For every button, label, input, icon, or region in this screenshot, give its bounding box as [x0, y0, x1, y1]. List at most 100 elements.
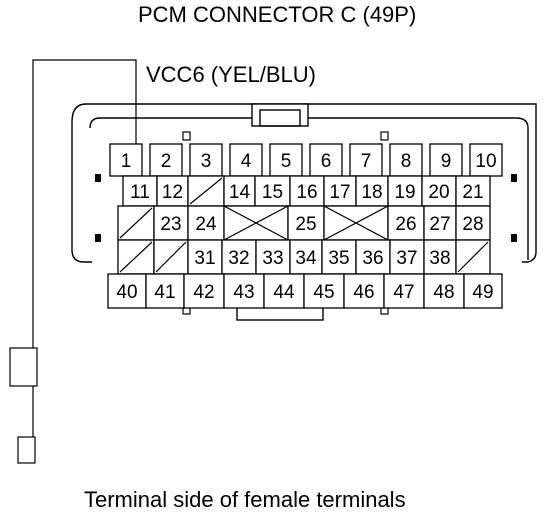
- terminal-number: 18: [361, 182, 382, 203]
- terminal-cell: 11: [122, 175, 158, 207]
- terminal-number: 44: [273, 282, 295, 303]
- terminal-number: 10: [475, 151, 496, 172]
- terminal-number: 45: [313, 282, 334, 303]
- unused-cavity-mark: [189, 177, 223, 205]
- terminal-number: 20: [428, 182, 449, 203]
- terminal-number: 12: [162, 182, 183, 203]
- terminal-cell: 12: [156, 175, 189, 207]
- terminal-number: 5: [281, 151, 292, 172]
- terminal-cell: 42: [183, 273, 225, 309]
- terminal-number: 21: [462, 182, 483, 203]
- terminal-cell: 2: [149, 143, 183, 177]
- terminal-number: 33: [262, 248, 283, 269]
- terminal-cell: [223, 205, 289, 241]
- terminal-cell: 1: [109, 143, 143, 177]
- terminal-cell: [455, 239, 491, 275]
- probe-lead: [9, 59, 137, 464]
- terminal-cell: 25: [287, 205, 325, 241]
- terminal-cell: 43: [223, 273, 265, 309]
- terminal-number: 26: [395, 214, 416, 235]
- terminal-number: 2: [161, 151, 172, 172]
- terminal-number: 19: [394, 182, 415, 203]
- terminal-number: 35: [328, 248, 349, 269]
- terminal-cell: 17: [323, 175, 357, 207]
- terminal-cell: 49: [463, 273, 503, 309]
- terminal-cell: 24: [187, 205, 225, 241]
- terminal-number: 31: [194, 248, 215, 269]
- terminal-cell: 19: [387, 175, 423, 207]
- terminal-number: 14: [229, 182, 251, 203]
- terminal-cell: 40: [107, 273, 147, 309]
- terminal-cell: [323, 205, 389, 241]
- terminal-cell: [117, 239, 155, 275]
- terminal-number: 37: [396, 248, 417, 269]
- terminal-number: 27: [429, 214, 450, 235]
- unused-cavity-mark: [119, 241, 153, 273]
- terminal-number: 17: [329, 182, 350, 203]
- connector-title: PCM CONNECTOR C (49P): [138, 2, 417, 27]
- terminal-cell: 18: [355, 175, 389, 207]
- terminal-number: 28: [462, 214, 483, 235]
- terminal-number: 25: [295, 214, 316, 235]
- terminal-row-5: 40 41 42 43 44 45 46 47 48 49: [107, 273, 503, 309]
- terminal-cell: 28: [455, 205, 491, 241]
- terminal-cell: 37: [389, 239, 425, 275]
- terminal-cell: 5: [269, 143, 303, 177]
- terminal-number: 32: [228, 248, 249, 269]
- terminal-cell: 8: [389, 143, 423, 177]
- terminal-number: 15: [262, 182, 283, 203]
- terminal-cell: 35: [321, 239, 357, 275]
- terminal-cell: 26: [387, 205, 425, 241]
- terminal-cell: [187, 175, 225, 207]
- terminal-number: 41: [154, 282, 175, 303]
- terminal-cell: 21: [455, 175, 491, 207]
- terminal-number: 6: [321, 151, 332, 172]
- terminal-row-3: 23 24 25 26 27 28: [117, 205, 491, 241]
- terminal-cell: 16: [289, 175, 325, 207]
- terminal-cell: 10: [469, 143, 503, 177]
- terminal-cell: 27: [423, 205, 457, 241]
- terminal-cell: [117, 205, 155, 241]
- terminal-number: 43: [233, 282, 254, 303]
- terminal-cell: 33: [255, 239, 291, 275]
- terminal-number: 38: [429, 248, 450, 269]
- unused-cavity-mark: [119, 207, 153, 239]
- blocked-cavity-mark: [223, 205, 289, 241]
- terminal-cell: 46: [343, 273, 385, 309]
- terminal-cell: 3: [189, 143, 223, 177]
- terminal-cell: 4: [229, 143, 263, 177]
- terminal-number: 7: [361, 151, 372, 172]
- terminal-cell: 31: [187, 239, 223, 275]
- terminal-number: 4: [241, 151, 252, 172]
- terminal-number: 23: [160, 214, 181, 235]
- terminal-number: 16: [296, 182, 317, 203]
- terminal-cell: 34: [289, 239, 323, 275]
- terminal-number: 47: [393, 282, 414, 303]
- terminal-cell: 32: [221, 239, 257, 275]
- terminal-cell: 36: [355, 239, 391, 275]
- terminal-number: 34: [295, 248, 317, 269]
- terminal-cell: 20: [421, 175, 457, 207]
- terminal-cell: [153, 239, 189, 275]
- terminal-number: 40: [116, 282, 137, 303]
- terminal-cell: 14: [223, 175, 256, 207]
- terminal-cell: 44: [263, 273, 305, 309]
- side-tabs: [95, 174, 517, 242]
- view-caption: Terminal side of female terminals: [84, 487, 406, 512]
- terminal-cell: 23: [153, 205, 189, 241]
- terminal-cell: 7: [349, 143, 383, 177]
- terminal-number: 8: [401, 151, 412, 172]
- terminal-number: 24: [195, 214, 217, 235]
- terminal-number: 49: [472, 282, 493, 303]
- terminal-cell: 45: [303, 273, 345, 309]
- terminal-number: 46: [353, 282, 374, 303]
- terminal-number: 48: [433, 282, 454, 303]
- unused-cavity-mark: [457, 241, 489, 273]
- terminal-cell: 6: [309, 143, 343, 177]
- terminal-cell: 41: [145, 273, 185, 309]
- terminal-number: 42: [193, 282, 214, 303]
